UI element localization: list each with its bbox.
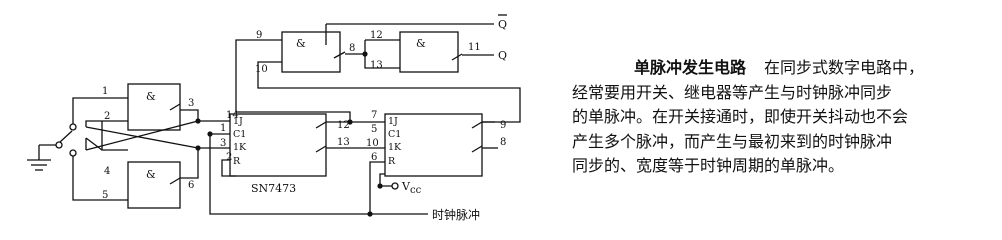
svg-text:8: 8 <box>500 137 506 148</box>
svg-text:&: & <box>416 37 426 50</box>
svg-text:4: 4 <box>104 166 110 177</box>
svg-text:13: 13 <box>337 137 350 148</box>
description-line-3: 的单脉冲。在开关接通时，即使开关抖动也不会 <box>572 107 909 126</box>
svg-text:V: V <box>401 180 411 193</box>
svg-text:9: 9 <box>500 120 506 131</box>
nand-gate-4: & 12 13 11 <box>370 30 481 73</box>
svg-text:C1: C1 <box>233 129 246 140</box>
svg-text:2: 2 <box>226 152 232 163</box>
svg-text:&: & <box>146 168 156 181</box>
nand-gate-2: & 4 5 6 <box>102 161 194 209</box>
vcc-terminal: V cc <box>391 180 422 196</box>
svg-text:10: 10 <box>255 64 268 75</box>
svg-text:12: 12 <box>370 30 383 41</box>
junctions <box>195 51 383 217</box>
svg-text:&: & <box>146 90 156 103</box>
description: 单脉冲发生电路在同步式数字电路中， 经常要用开关、继电器等产生与时钟脉冲同步 的… <box>572 56 1000 179</box>
svg-text:cc: cc <box>410 185 422 196</box>
svg-text:9: 9 <box>256 30 262 41</box>
outputs: Q Q <box>498 14 507 62</box>
wiring <box>72 23 521 215</box>
description-line-2: 经常要用开关、继电器等产生与时钟脉冲同步 <box>572 82 893 102</box>
switch <box>55 123 77 157</box>
svg-text:6: 6 <box>371 152 377 163</box>
svg-text:7: 7 <box>371 110 377 121</box>
description-line-4: 产生多个脉冲，而产生与最初来到的时钟脉冲 <box>572 131 893 151</box>
svg-text:1J: 1J <box>388 116 398 127</box>
svg-text:6: 6 <box>188 180 194 191</box>
svg-text:8: 8 <box>349 43 355 54</box>
svg-text:13: 13 <box>370 60 383 71</box>
svg-text:1K: 1K <box>388 142 402 153</box>
svg-text:10: 10 <box>366 138 379 149</box>
svg-text:3: 3 <box>188 98 194 109</box>
svg-text:1: 1 <box>102 86 108 97</box>
svg-text:C1: C1 <box>388 129 401 140</box>
svg-text:2: 2 <box>104 111 110 122</box>
description-line-5: 同步的、宽度等于时钟周期的单脉冲。 <box>572 156 845 175</box>
ground-symbol <box>27 144 56 171</box>
description-title: 单脉冲发生电路 <box>634 58 747 77</box>
description-line-1: 单脉冲发生电路在同步式数字电路中， <box>572 56 1000 81</box>
svg-text:11: 11 <box>468 42 481 53</box>
circuit-diagram: & 1 2 3 & 4 5 6 & 9 10 8 & 12 13 11 Q Q <box>27 14 521 222</box>
svg-text:1J: 1J <box>233 116 243 127</box>
nand-gate-1: & 1 2 3 <box>102 83 194 131</box>
nand-gate-3: & 9 10 8 <box>255 30 355 75</box>
clock-label: 时钟脉冲 <box>432 207 480 222</box>
jk-flipflop-2: 1J C1 1K R 7 5 10 6 9 8 <box>366 110 506 177</box>
svg-text:1K: 1K <box>233 142 247 153</box>
svg-text:12: 12 <box>337 120 350 131</box>
svg-text:R: R <box>233 156 241 167</box>
jk-flipflop-1: 1J C1 1K R 14 1 3 2 12 13 SN7473 <box>220 110 350 195</box>
svg-text:5: 5 <box>371 124 377 135</box>
svg-text:14: 14 <box>226 110 239 121</box>
svg-text:R: R <box>388 156 396 167</box>
svg-text:&: & <box>296 37 306 50</box>
chip-label: SN7473 <box>251 182 296 195</box>
output-q: Q <box>498 49 507 62</box>
svg-text:1: 1 <box>220 123 226 134</box>
svg-text:5: 5 <box>102 190 108 201</box>
output-qbar: Q <box>498 18 507 31</box>
svg-text:3: 3 <box>220 138 226 149</box>
